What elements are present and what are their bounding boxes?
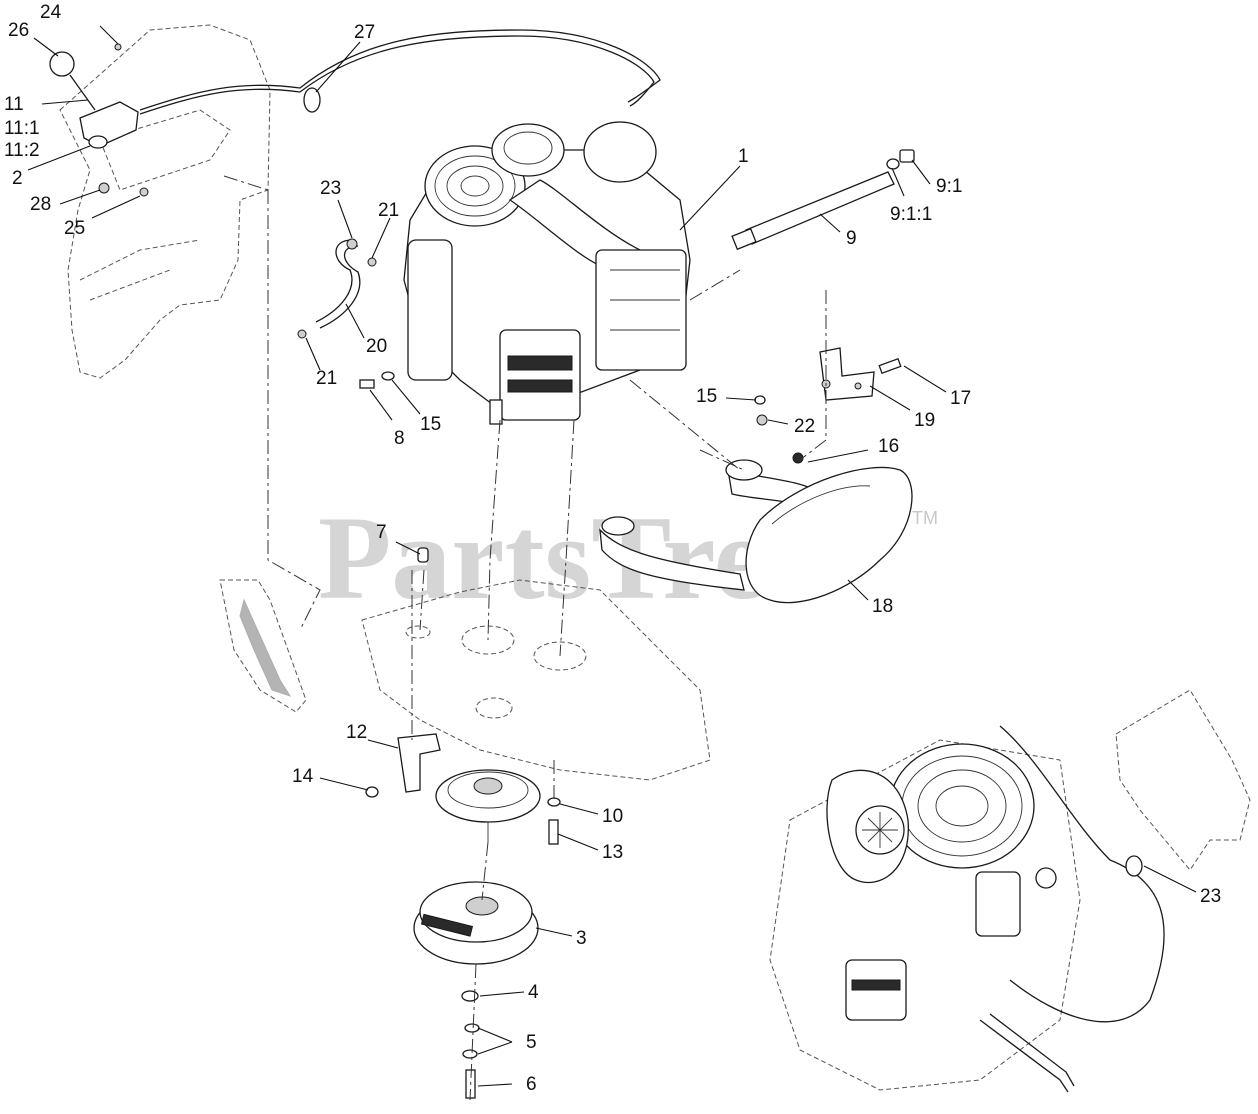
callout-21-top: 21 — [378, 200, 399, 221]
callout-22: 22 — [794, 416, 815, 437]
watermark-tm: TM — [912, 508, 938, 528]
callout-14: 14 — [292, 766, 314, 787]
assembly-lines — [223, 175, 827, 1101]
callout-9: 9 — [846, 228, 857, 249]
pulley — [435, 769, 541, 842]
callout-4: 4 — [528, 982, 539, 1003]
callout-23-inset: 23 — [1200, 886, 1221, 907]
electric-clutch — [413, 881, 539, 965]
callout-26: 26 — [8, 20, 29, 41]
bracket-12 — [365, 733, 441, 798]
muffler — [599, 452, 913, 604]
callout-16: 16 — [878, 436, 899, 457]
callout-23-top: 23 — [320, 178, 341, 199]
callout-20: 20 — [366, 336, 387, 357]
callout-27: 27 — [354, 22, 375, 43]
left-console-panel — [59, 24, 271, 379]
washer-10-bolt-13 — [547, 797, 561, 845]
callout-9-1-1: 9:1:1 — [890, 204, 932, 225]
throttle-cable — [139, 29, 661, 115]
callout-17: 17 — [950, 388, 971, 409]
left-heat-shield — [219, 579, 307, 713]
throttle-lever — [49, 43, 149, 197]
callout-12: 12 — [346, 722, 367, 743]
callout-7: 7 — [376, 522, 387, 543]
muffler-bracket — [754, 347, 902, 426]
callout-15-right: 15 — [696, 386, 717, 407]
callout-15-left: 15 — [420, 414, 441, 435]
callout-labels: 24 26 27 11 11:1 11:2 2 28 25 23 21 20 2… — [4, 2, 1221, 1095]
callout-8: 8 — [394, 428, 405, 449]
exhaust-pipe — [731, 149, 915, 251]
callout-10: 10 — [602, 806, 623, 827]
callout-3: 3 — [576, 928, 587, 949]
callout-18: 18 — [872, 596, 893, 617]
fuel-hose — [297, 238, 377, 339]
engine — [403, 121, 691, 425]
callout-25: 25 — [64, 218, 85, 239]
callout-6: 6 — [526, 1074, 537, 1095]
callout-2: 2 — [12, 168, 23, 189]
leader-lines — [27, 25, 1197, 1087]
callout-13: 13 — [602, 842, 623, 863]
inset-engine-view — [769, 689, 1251, 1093]
callout-28: 28 — [30, 194, 51, 215]
engine-deck-plate — [361, 579, 711, 781]
pin-7 — [417, 547, 429, 563]
callout-9-1: 9:1 — [936, 176, 962, 197]
callout-11-1: 11:1 — [4, 118, 40, 139]
callout-11: 11 — [4, 94, 24, 115]
bolt-8-washer-15 — [359, 371, 395, 389]
callout-5: 5 — [526, 1032, 537, 1053]
watermark-text: PartsTree — [318, 491, 820, 624]
callout-11-2: 11:2 — [4, 140, 40, 161]
callout-19: 19 — [914, 410, 935, 431]
callout-24: 24 — [40, 2, 62, 23]
callout-1: 1 — [738, 146, 749, 167]
callout-21-bottom: 21 — [316, 368, 337, 389]
